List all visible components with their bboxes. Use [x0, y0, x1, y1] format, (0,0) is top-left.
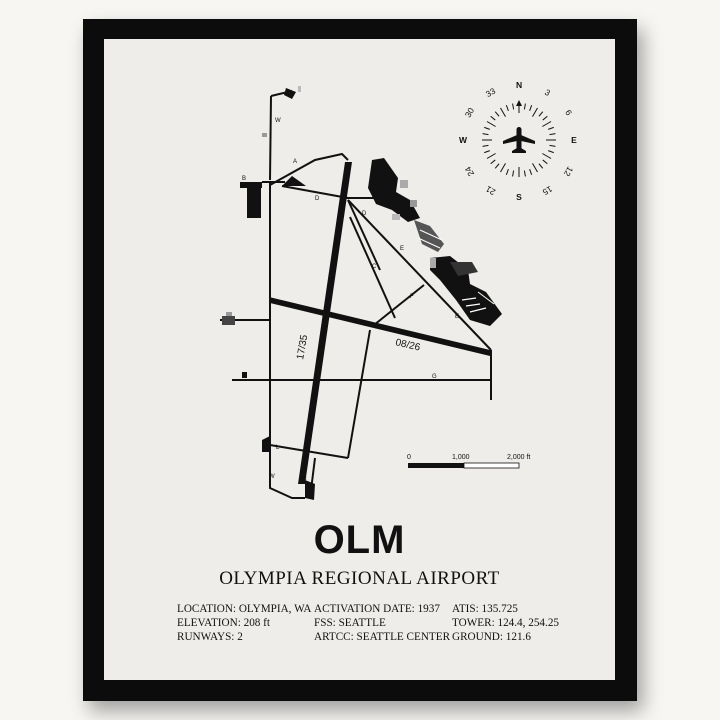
info-activation-date: ACTIVATION DATE: 1937	[314, 603, 440, 615]
compass-tick	[547, 150, 554, 154]
airport-code: OLM	[313, 518, 406, 562]
compass-deg: 3	[543, 87, 552, 98]
compass-deg: 15	[541, 184, 554, 198]
info-fss: FSS: SEATTLE	[314, 617, 386, 629]
runway-08-26	[269, 297, 490, 356]
west-apron	[222, 176, 315, 500]
airplane-icon	[503, 127, 535, 153]
compass-tick	[482, 133, 489, 136]
taxiway-label: A	[293, 159, 297, 165]
compass-tick	[549, 144, 556, 147]
east-apron-buildings	[368, 158, 502, 326]
compass-tick	[482, 144, 489, 147]
compass-n: N	[516, 80, 522, 90]
taxiway-label: D	[362, 211, 367, 217]
info-tower: TOWER: 124.4, 254.25	[452, 617, 560, 629]
compass-tick	[529, 105, 533, 112]
taxiway-label: D	[315, 196, 320, 202]
taxiway-label: L	[276, 445, 280, 451]
info-artcc: ARTCC: SEATTLE CENTER	[314, 631, 451, 643]
compass-tick	[490, 159, 496, 165]
taxiway-label: B	[242, 176, 246, 182]
taxiway-label: G	[432, 374, 437, 380]
taxiway-label: F	[410, 294, 414, 300]
taxiway-label: C	[372, 264, 377, 270]
compass-deg: 12	[562, 165, 576, 178]
compass-rose: N E S W 3 6 12 15 21 24 30 33	[459, 80, 577, 202]
compass-e: E	[571, 135, 577, 145]
scale-label-1000: 1,000	[452, 454, 470, 461]
scale-label-0: 0	[407, 454, 411, 461]
taxiway-label: F	[303, 478, 307, 484]
compass-tick	[542, 159, 548, 165]
info-column-history: ACTIVATION DATE: 1937 FSS: SEATTLE ARTCC…	[314, 602, 450, 644]
compass-tick	[549, 133, 556, 136]
info-atis: ATIS: 135.725	[452, 603, 518, 615]
runway-label-08-26: 08/26	[394, 337, 421, 353]
compass-tick	[490, 115, 496, 121]
taxiway-label: W	[275, 118, 281, 124]
scale-bar: 0 1,000 2,000 ft	[407, 454, 530, 469]
info-column-location: LOCATION: OLYMPIA, WA ELEVATION: 208 ft …	[177, 602, 311, 644]
airport-name: OLYMPIA REGIONAL AIRPORT	[219, 568, 500, 589]
info-elevation: ELEVATION: 208 ft	[177, 617, 271, 629]
north-arrow-icon	[516, 100, 522, 106]
compass-tick	[538, 163, 544, 169]
info-location: LOCATION: OLYMPIA, WA	[177, 603, 312, 615]
runway-17-35	[298, 162, 352, 484]
scale-label-2000: 2,000 ft	[507, 454, 530, 461]
taxiway-label: E	[400, 246, 404, 252]
compass-tick	[538, 111, 544, 117]
compass-s: S	[516, 192, 522, 202]
info-ground: GROUND: 121.6	[452, 631, 531, 643]
compass-tick	[500, 107, 506, 117]
compass-tick	[505, 105, 509, 112]
compass-tick	[547, 126, 554, 130]
taxiway-label: W	[269, 474, 275, 480]
taxiway-label: E	[455, 314, 459, 320]
compass-tick	[484, 126, 491, 130]
compass-tick	[512, 103, 515, 110]
info-runways: RUNWAYS: 2	[177, 631, 243, 643]
compass-tick	[523, 103, 526, 110]
compass-tick	[523, 170, 526, 177]
compass-tick	[494, 111, 500, 117]
compass-deg: 24	[463, 165, 477, 178]
compass-tick	[529, 168, 533, 175]
compass-tick	[542, 121, 552, 127]
compass-tick	[542, 115, 548, 121]
compass-deg: 33	[484, 86, 497, 100]
compass-deg: 21	[484, 184, 497, 198]
compass-tick	[494, 163, 500, 169]
windsock-icon	[262, 86, 301, 181]
compass-w: W	[459, 135, 468, 145]
compass-tick	[542, 153, 552, 159]
compass-tick	[532, 163, 538, 173]
poster-mat	[104, 39, 615, 680]
compass-deg: 6	[563, 108, 574, 117]
runway-label-17-35: 17/35	[295, 334, 310, 361]
compass-deg: 30	[463, 106, 477, 119]
compass-tick	[505, 168, 509, 175]
compass-tick	[512, 170, 515, 177]
compass-tick	[484, 150, 491, 154]
compass-tick	[532, 107, 538, 117]
compass-tick	[486, 121, 496, 127]
compass-tick	[486, 153, 496, 159]
compass-tick	[500, 163, 506, 173]
info-column-frequencies: ATIS: 135.725 TOWER: 124.4, 254.25 GROUN…	[452, 602, 559, 644]
